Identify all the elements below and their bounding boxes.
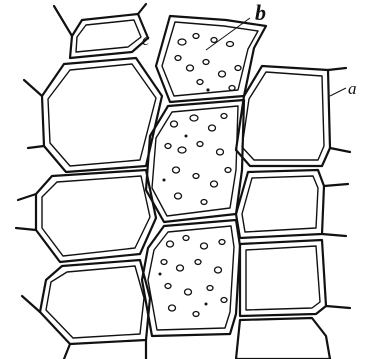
leader-a <box>330 88 346 96</box>
cell-pitted-bottom <box>142 220 240 336</box>
cell-walls <box>16 4 350 359</box>
cell-lower-left <box>40 260 150 344</box>
cell-right <box>236 66 330 166</box>
cell-lower-right <box>240 240 326 316</box>
leader-b <box>206 18 250 50</box>
cell-left-middle <box>36 170 156 262</box>
label-a: a <box>348 79 357 98</box>
label-b: b <box>255 0 266 25</box>
label-c: c <box>142 30 150 49</box>
pits-middle-cell <box>163 114 232 205</box>
cell-bottom-right <box>236 318 330 359</box>
pits-top-cell <box>175 34 241 92</box>
pits-bottom-cell <box>159 236 228 317</box>
